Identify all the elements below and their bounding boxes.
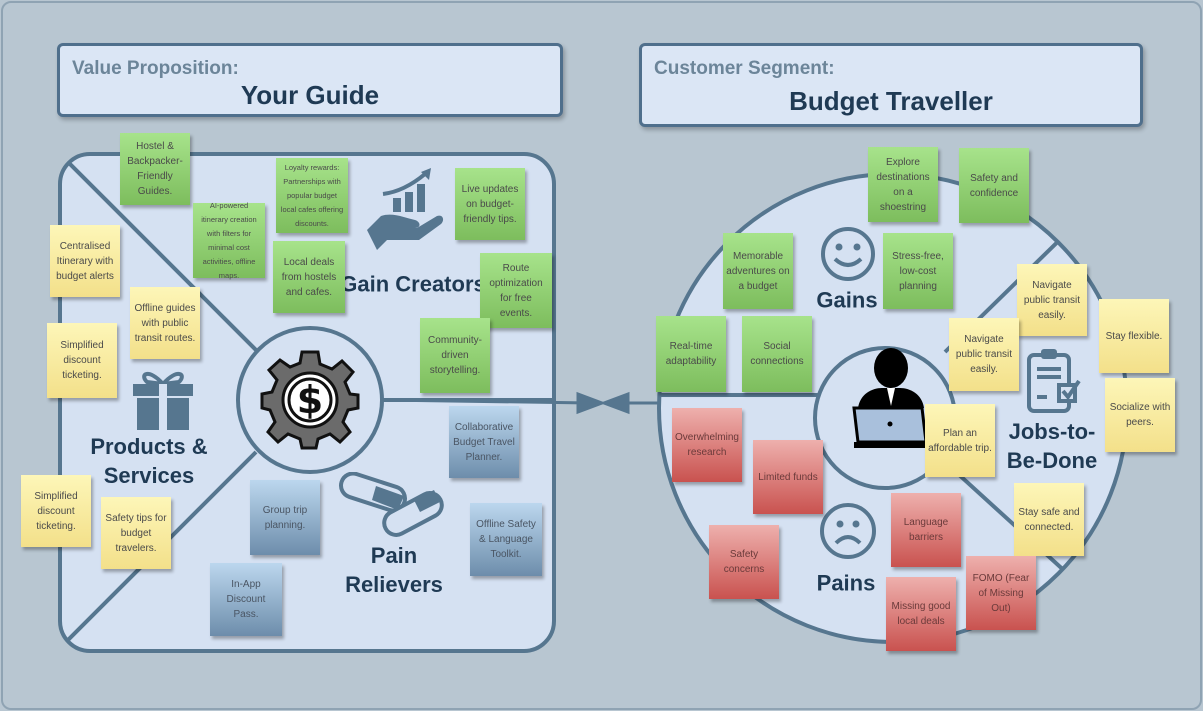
sticky-note-yellow: Safety tips for budget travelers. [101, 497, 171, 569]
products-services-label: Products & Services [90, 434, 208, 488]
sticky-note-green: Real-time adaptability [656, 316, 726, 392]
gift-icon [133, 372, 193, 430]
sticky-note-green: Local deals from hostels and cafes. [273, 241, 345, 313]
customer-segment-title: Budget Traveller [789, 86, 993, 116]
sticky-note-yellow: Navigate public transit easily. [1017, 264, 1087, 336]
sticky-note-yellow: Simplified discount ticketing. [21, 475, 91, 547]
hand-growth-chart-icon [367, 168, 444, 250]
sticky-note-yellow: Plan an affordable trip. [925, 404, 995, 477]
sticky-note-green: Loyalty rewards: Partnerships with popul… [276, 158, 348, 233]
pain-relievers-label: Pain Relievers [345, 543, 443, 597]
sticky-note-red: Missing good local deals [886, 577, 956, 651]
value-proposition-heading: Value Proposition: [72, 58, 239, 79]
arrow-icon [382, 391, 660, 415]
sticky-note-blue: Collaborative Budget Travel Planner. [449, 406, 519, 478]
sticky-note-green: Explore destinations on a shoestring [868, 147, 938, 222]
customer-segment-title-box: Customer Segment: Budget Traveller [639, 43, 1143, 127]
sticky-note-green: Community-driven storytelling. [420, 318, 490, 393]
sticky-note-green: Hostel & Backpacker-Friendly Guides. [120, 133, 190, 205]
sad-face-icon [820, 503, 876, 559]
sticky-note-green: Memorable adventures on a budget [723, 233, 793, 309]
sticky-note-blue: Group trip planning. [250, 480, 320, 555]
gains-label: Gains [816, 287, 878, 313]
sticky-note-green: Social connections [742, 316, 812, 392]
sticky-note-green: Stress-free, low-cost planning [883, 233, 953, 309]
pains-label: Pains [816, 570, 876, 596]
svg-text:$: $ [297, 378, 323, 422]
sticky-note-yellow: Socialize with peers. [1105, 378, 1175, 452]
sticky-note-red: Language barriers [891, 493, 961, 567]
sticky-note-green: AI-powered itinerary creation with filte… [193, 201, 265, 280]
sticky-note-yellow: Centralised Itinerary with budget alerts [50, 225, 120, 297]
sticky-note-blue: In-App Discount Pass. [210, 563, 282, 636]
sticky-note-yellow: Stay flexible. [1099, 299, 1169, 373]
value-proposition-title-box: Value Proposition: Your Guide [57, 43, 563, 117]
customer-segment-heading: Customer Segment: [654, 58, 835, 79]
sticky-note-yellow: Stay safe and connected. [1014, 483, 1084, 556]
gain-creators-label: Gain Creators [340, 271, 486, 297]
sticky-note-yellow: Navigate public transit easily. [949, 318, 1019, 391]
sticky-note-red: Overwhelming research [672, 408, 742, 482]
sticky-note-green: Live updates on budget-friendly tips. [455, 168, 525, 240]
value-proposition-title: Your Guide [240, 80, 380, 110]
sticky-note-yellow: Simplified discount ticketing. [47, 323, 117, 398]
sticky-note-red: Safety concerns [709, 525, 779, 599]
sticky-note-red: FOMO (Fear of Missing Out) [966, 556, 1036, 630]
jobs-to-be-done-label: Jobs-to-Be-Done [1006, 419, 1098, 473]
clipboard-check-icon [1027, 349, 1081, 413]
person-laptop-icon [852, 348, 928, 448]
pills-icon [339, 472, 444, 537]
gear-dollar-icon: $ [260, 350, 360, 450]
sticky-note-red: Limited funds [753, 440, 823, 514]
sticky-note-green: Safety and confidence [959, 148, 1029, 223]
sticky-note-green: Route optimization for free events. [480, 253, 552, 328]
smiley-icon [821, 227, 875, 281]
sticky-note-yellow: Offline guides with public transit route… [130, 287, 200, 359]
sticky-note-blue: Offline Safety & Language Toolkit. [470, 503, 542, 576]
